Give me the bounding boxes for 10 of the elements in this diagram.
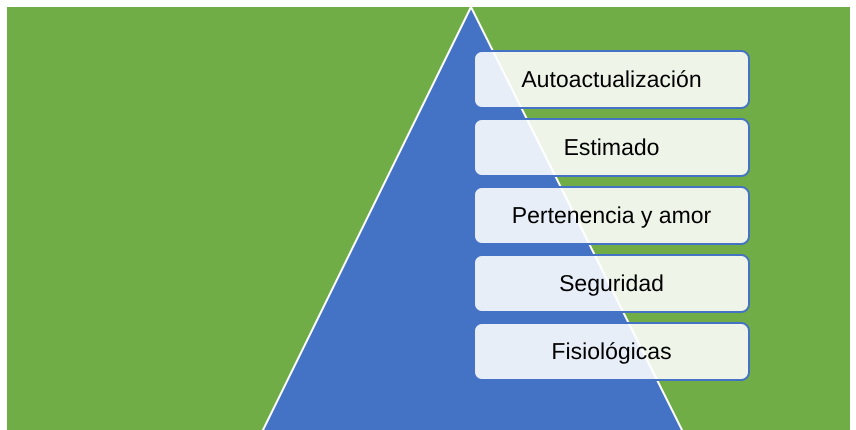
level-label: Estimado xyxy=(564,134,660,161)
level-label: Pertenencia y amor xyxy=(512,202,712,229)
level-box xyxy=(473,322,750,381)
level-box xyxy=(473,254,750,313)
level-box xyxy=(473,118,750,177)
level-box xyxy=(473,50,750,109)
level-label: Fisiológicas xyxy=(551,338,672,365)
level-box xyxy=(473,186,750,245)
level-label: Autoactualización xyxy=(521,66,702,93)
level-label: Seguridad xyxy=(559,270,664,297)
